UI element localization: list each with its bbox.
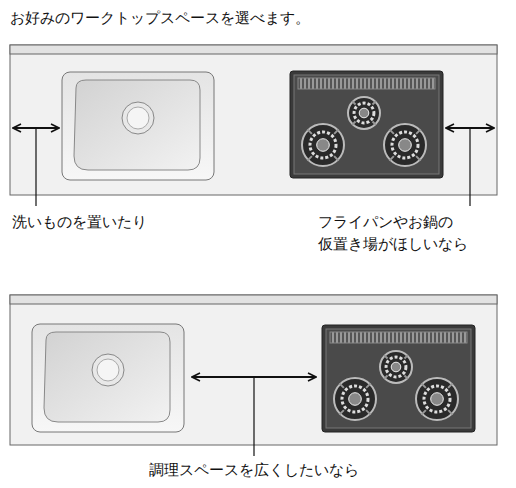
sink (62, 72, 214, 180)
gas-stove (322, 325, 475, 432)
leader-line (35, 128, 36, 206)
gas-stove (290, 71, 443, 178)
callout-label: 洗いものを置いたり (12, 212, 147, 234)
sink (32, 324, 184, 432)
leader-line (253, 377, 254, 456)
countertop (10, 45, 497, 195)
leader-line (469, 128, 470, 206)
heading: お好みのワークトップスペースを選べます。 (10, 8, 310, 30)
callout-label: 調理スペースを広くしたいなら (149, 460, 359, 482)
callout-label: フライパンやお鍋の 仮置き場がほしいなら (318, 212, 473, 256)
